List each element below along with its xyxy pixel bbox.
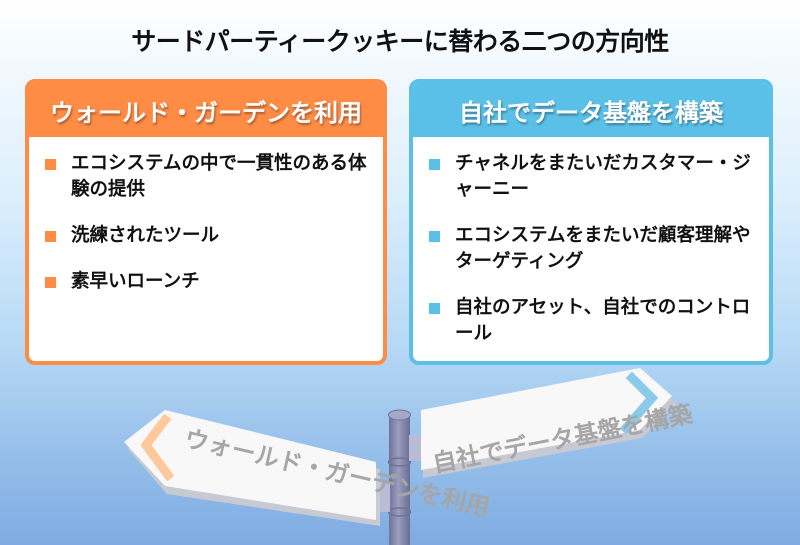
list-item: 自社のアセット、自社でのコントロール: [429, 295, 755, 347]
list-item: エコシステムをまたいだ顧客理解やターゲティング: [429, 223, 755, 275]
list-item-text: チャネルをまたいだカスタマー・ジャーニー: [455, 153, 751, 200]
list-item-text: エコシステムをまたいだ顧客理解やターゲティング: [455, 225, 751, 272]
list-item: 洗練されたツール: [45, 223, 369, 249]
list-item: 素早いローンチ: [45, 269, 369, 295]
own-data-platform-card: 自社でデータ基盤を構築 チャネルをまたいだカスタマー・ジャーニー エコシステムを…: [409, 79, 773, 365]
square-bullet-icon: [45, 159, 56, 170]
square-bullet-icon: [429, 159, 440, 170]
own-data-platform-heading: 自社でデータ基盤を構築: [413, 83, 769, 137]
list-item-text: 洗練されたツール: [71, 225, 220, 246]
square-bullet-icon: [429, 303, 440, 314]
page-title: サードパーティークッキーに替わる二つの方向性: [131, 27, 669, 56]
list-item: エコシステムの中で一貫性のある体験の提供: [45, 151, 369, 203]
right-direction-sign: 自社でデータ基盤を構築: [421, 368, 696, 478]
square-bullet-icon: [45, 231, 56, 242]
list-item-text: エコシステムの中で一貫性のある体験の提供: [71, 153, 367, 200]
square-bullet-icon: [45, 277, 56, 288]
walled-garden-card: ウォールド・ガーデンを利用 エコシステムの中で一貫性のある体験の提供 洗練された…: [25, 79, 387, 365]
list-item-text: 素早いローンチ: [71, 271, 200, 292]
list-item: チャネルをまたいだカスタマー・ジャーニー: [429, 151, 755, 203]
square-bullet-icon: [429, 231, 440, 242]
walled-garden-list: エコシステムの中で一貫性のある体験の提供 洗練されたツール 素早いローンチ: [29, 137, 383, 295]
signpost-illustration: ウォールド・ガーデンを利用 自社でデータ基盤を構築: [124, 368, 696, 545]
list-item-text: 自社のアセット、自社でのコントロール: [455, 297, 751, 344]
walled-garden-heading: ウォールド・ガーデンを利用: [29, 83, 383, 137]
own-data-platform-list: チャネルをまたいだカスタマー・ジャーニー エコシステムをまたいだ顧客理解やターゲ…: [413, 137, 769, 347]
